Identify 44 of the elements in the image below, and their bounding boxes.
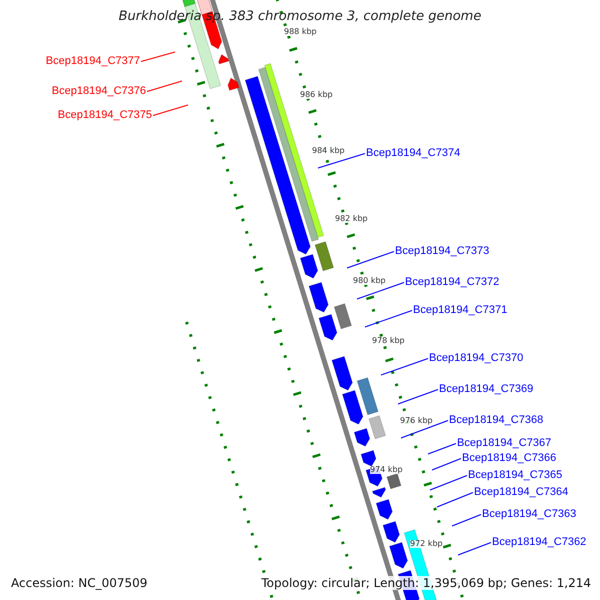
gene-label: Bcep18194_C7365 (468, 470, 562, 481)
gene-label: Bcep18194_C7372 (405, 277, 500, 288)
gene-label: Bcep18194_C7377 (46, 56, 140, 67)
scale-label: 976 kbp (400, 417, 433, 425)
gene-label: Bcep18194_C7366 (462, 453, 556, 464)
leader-line (318, 153, 366, 168)
diagram-title: Burkholderia sp. 383 chromosome 3, complete genome (118, 10, 482, 23)
genome-info-label: Topology: circular; Length: 1,395,069 bp; Genes: 1,214 (260, 576, 592, 590)
leader-line (452, 514, 482, 526)
gene-label: Bcep18194_C7367 (457, 438, 552, 449)
scale-label: 980 kbp (353, 277, 386, 285)
scale-label: 974 kbp (370, 466, 403, 474)
leader-line (400, 420, 448, 438)
leader-line (146, 80, 182, 92)
scale-label: 982 kbp (335, 215, 368, 223)
scale-label: 986 kbp (300, 91, 333, 99)
gene-label: Bcep18194_C7363 (482, 509, 576, 520)
leader-line (356, 282, 404, 300)
leader-line (432, 458, 462, 470)
gene-label: Bcep18194_C7374 (366, 148, 460, 159)
scale-label: 972 kbp (410, 540, 443, 548)
leader-line (364, 310, 412, 328)
gene-label: Bcep18194_C7368 (449, 415, 544, 426)
leader-line (398, 389, 438, 404)
gene-label: Bcep18194_C7370 (429, 353, 524, 364)
accession-label: Accession: NC_007509 (10, 576, 148, 590)
leader-line (140, 52, 176, 62)
gene-label: Bcep18194_C7371 (413, 305, 508, 316)
gene-label: Bcep18194_C7376 (52, 86, 146, 97)
scale-label: 978 kbp (372, 337, 405, 345)
gene-label: Bcep18194_C7373 (395, 246, 490, 257)
leader-line (436, 492, 474, 508)
leader-line (152, 104, 188, 116)
gene-label: Bcep18194_C7364 (474, 487, 568, 498)
scale-label: 988 kbp (284, 28, 317, 36)
gene-label: Bcep18194_C7362 (492, 537, 586, 548)
leader-line (346, 251, 394, 268)
gene-label: Bcep18194_C7375 (58, 110, 152, 121)
leader-line (430, 475, 468, 490)
leader-line (380, 358, 428, 376)
scale-label: 984 kbp (312, 147, 345, 155)
leader-line (428, 443, 456, 454)
gene-label: Bcep18194_C7369 (439, 384, 534, 395)
leader-line (458, 542, 492, 556)
